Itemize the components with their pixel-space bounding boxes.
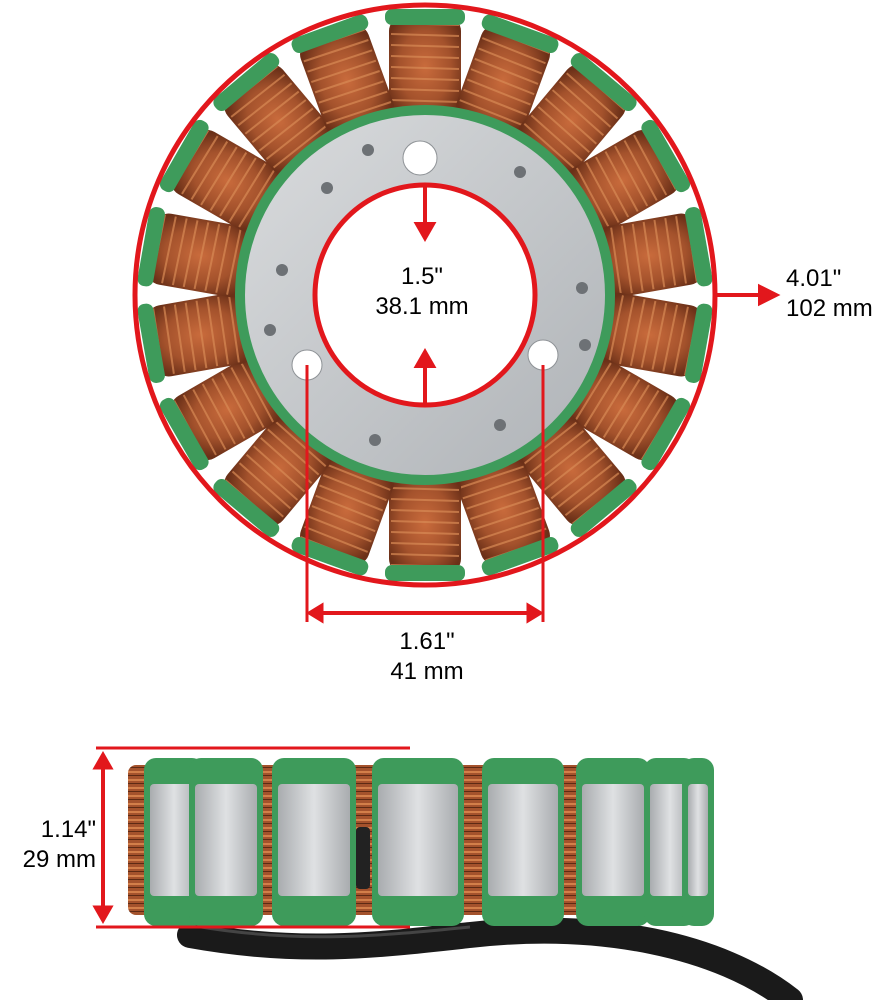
height-indicator (92, 746, 410, 929)
outer-diameter-mm: 102 mm (786, 295, 873, 322)
height-label: 1.14" 29 mm (0, 815, 96, 875)
rivet (579, 339, 591, 351)
rivet (264, 324, 276, 336)
bolt-spacing-mm: 41 mm (390, 658, 464, 685)
rivet (576, 282, 588, 294)
inner-diameter-inches: 1.5" (401, 263, 443, 290)
rivet (362, 144, 374, 156)
outer-diameter-inches: 4.01" (786, 265, 842, 292)
bolt-spacing-label: 1.61" 41 mm (372, 627, 482, 687)
outer-diameter-label: 4.01" 102 mm (786, 264, 873, 324)
coil (596, 207, 713, 298)
stator-tooth (482, 758, 564, 926)
stator-side-view (128, 758, 803, 1000)
coil (454, 453, 559, 576)
stator-coils (137, 9, 713, 581)
stator-tooth (576, 758, 650, 926)
rivet (514, 166, 526, 178)
rivet (494, 419, 506, 431)
coil (137, 292, 254, 383)
inner-diameter-mm: 38.1 mm (375, 293, 469, 320)
bolt-spacing-inches: 1.61" (399, 628, 455, 655)
coil (291, 453, 395, 576)
bolt-spacing-indicator (305, 365, 545, 624)
coil (385, 9, 465, 117)
coil (385, 473, 465, 581)
stator-tooth (372, 758, 464, 926)
outer-diameter-indicator (715, 283, 781, 307)
wire-harness (177, 917, 803, 1000)
side-teeth (144, 758, 714, 926)
coil (564, 357, 691, 471)
stator-tooth (272, 758, 356, 926)
rivet (369, 434, 381, 446)
inner-diameter-label: 1.5" 38.1 mm (362, 262, 482, 322)
stator-tooth (189, 758, 263, 926)
mounting-hole (402, 140, 438, 176)
height-mm: 29 mm (22, 846, 96, 873)
rivet (276, 264, 288, 276)
inner-diameter-indicator (413, 185, 437, 405)
rivet (321, 182, 333, 194)
stator-tooth (682, 758, 714, 926)
wire-sleeve (356, 827, 370, 889)
stator-top-view (132, 2, 718, 588)
height-inches: 1.14" (40, 816, 96, 843)
